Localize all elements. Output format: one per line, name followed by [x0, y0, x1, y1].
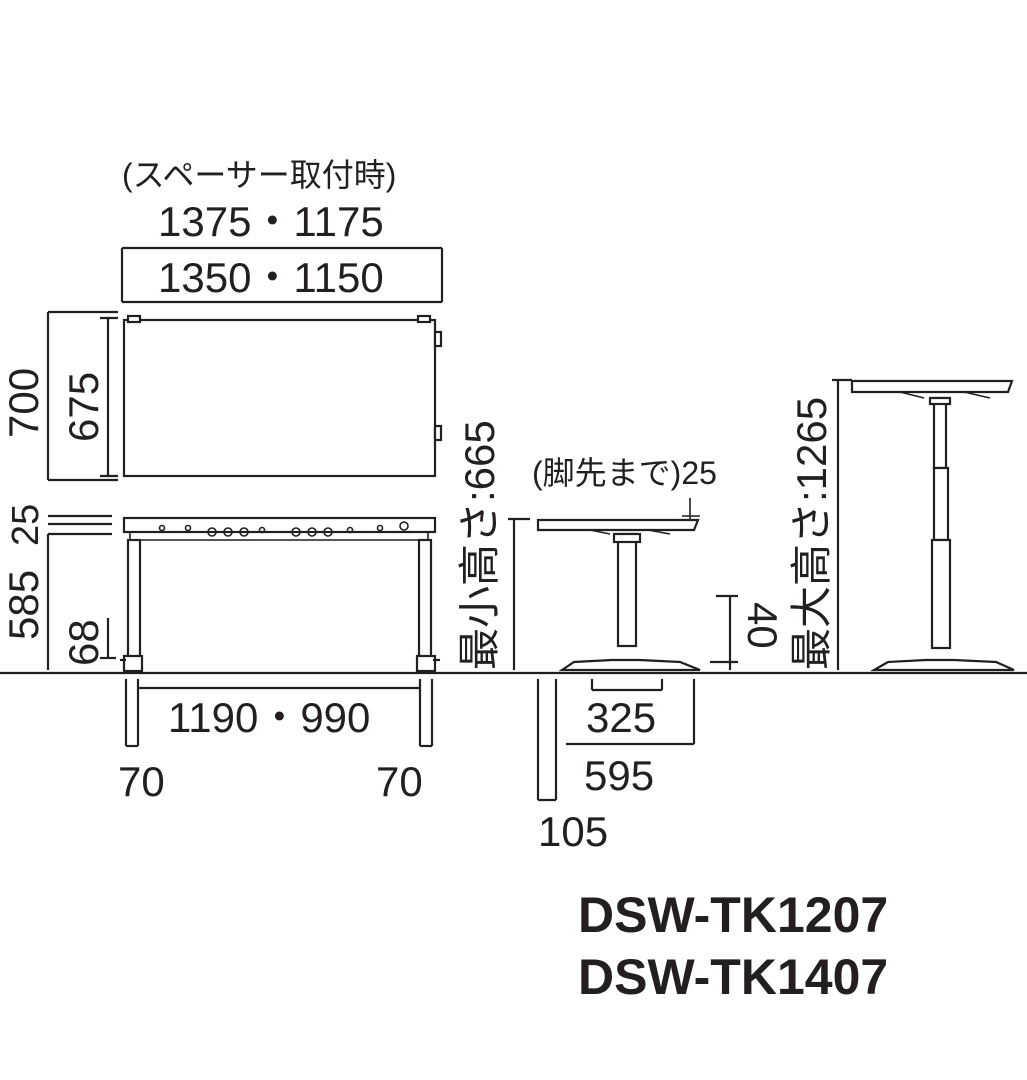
top-view: (スペーサー取付時) 1375・1175 1350・1150 700 675	[0, 157, 444, 482]
max-column-upper	[932, 396, 948, 470]
min-height-label: 最小高さ:665	[456, 420, 503, 670]
max-desk-top	[850, 379, 1014, 394]
top-thickness-label: 25	[5, 504, 47, 546]
side-view-min: 最小高さ:665 (脚先まで)25 325 595 105 40	[456, 420, 786, 855]
left-leg	[126, 538, 142, 660]
leg-span-label: 1190・990	[168, 694, 370, 741]
spacer-note: (スペーサー取付時)	[122, 157, 396, 193]
max-column-lower	[930, 538, 952, 650]
right-leg	[417, 538, 433, 660]
spacer-upper	[433, 330, 443, 348]
width-with-spacer-label: 1375・1175	[158, 198, 384, 245]
width-label: 1350・1150	[158, 254, 384, 301]
max-base	[869, 658, 1015, 672]
column-width-label: 105	[538, 808, 608, 855]
model-name-1: DSW-TK1207	[578, 887, 888, 943]
side-view-max: 最大高さ:1265	[788, 378, 1015, 672]
depth-outer-label: 700	[0, 368, 47, 438]
desk-top-plan	[122, 318, 437, 478]
desk-top-front	[122, 516, 437, 534]
leg-left-label: 70	[118, 758, 165, 805]
frame-height-label: 585	[0, 570, 47, 640]
base-inner-label: 325	[586, 694, 656, 741]
model-name-2: DSW-TK1407	[578, 949, 888, 1005]
base-height-label: 40	[739, 602, 786, 649]
min-base	[558, 658, 701, 672]
leg-right-label: 70	[376, 758, 423, 805]
max-height-label: 最大高さ:1265	[788, 397, 835, 670]
min-desk-top	[536, 518, 700, 532]
max-column-middle	[932, 466, 950, 542]
base-outer-label: 595	[584, 752, 654, 799]
adjuster-height-label: 68	[60, 619, 107, 666]
depth-label: 675	[60, 372, 107, 442]
foot-note: (脚先まで)25	[532, 455, 717, 491]
left-adjuster	[122, 654, 144, 673]
right-adjuster	[415, 654, 437, 673]
min-column	[616, 532, 638, 648]
spacer-lower	[433, 424, 443, 442]
front-view: 1190・990 70 70 25 585 68	[0, 504, 440, 805]
